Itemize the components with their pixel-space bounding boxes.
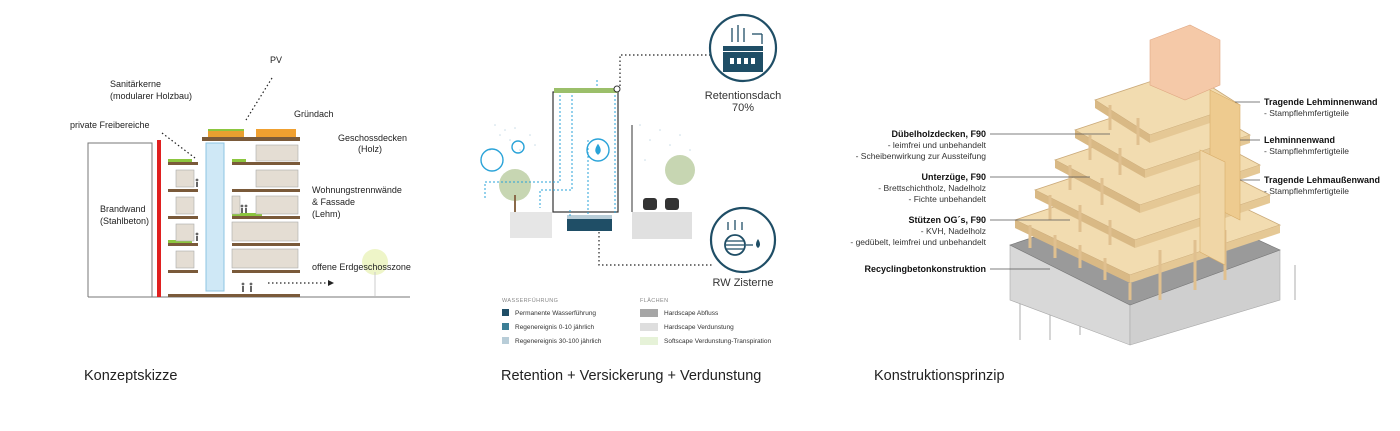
label-pv: PV bbox=[270, 55, 282, 65]
legend-item: Hardscape Verdunstung bbox=[664, 324, 734, 331]
private-balconies bbox=[168, 159, 262, 243]
label-firewall-1: Brandwand bbox=[100, 204, 146, 214]
label-firewall-2: (Stahlbeton) bbox=[100, 216, 149, 226]
roof-box bbox=[1149, 24, 1221, 101]
caption-concept: Konzeptskizze bbox=[84, 368, 178, 384]
legend-left: Permanente Wasserführung Regenereignis 0… bbox=[502, 309, 602, 345]
caption-construction: Konstruktionsprinzip bbox=[874, 368, 1005, 384]
label-line: - gedübelt, leimfrei und unbehandelt bbox=[850, 237, 986, 247]
pv-panel bbox=[256, 129, 296, 137]
construction-panel: Dübelholzdecken, F90 - leimfrei und unbe… bbox=[840, 0, 1400, 431]
label-line: - Stampflehmfertigteile bbox=[1264, 146, 1349, 156]
label-line: - leimfrei und unbehandelt bbox=[888, 140, 987, 150]
legend-swatch bbox=[502, 337, 509, 344]
legend-right-title: FLÄCHEN bbox=[640, 297, 668, 304]
car-icon bbox=[643, 198, 657, 210]
hardscape-left bbox=[510, 212, 552, 238]
legend-swatch bbox=[502, 323, 509, 330]
label-line: - Stampflehmfertigteile bbox=[1264, 108, 1349, 118]
legend-swatch bbox=[640, 337, 658, 345]
tree-icon bbox=[499, 169, 531, 201]
legend-item: Regenereignis 30-100 jährlich bbox=[515, 338, 602, 345]
arrow-icon bbox=[328, 280, 334, 286]
timber-columns bbox=[1028, 105, 1227, 300]
pv-panel bbox=[208, 131, 244, 137]
legend-item: Regenereignis 0-10 jährlich bbox=[515, 324, 595, 331]
label-line: - KVH, Nadelholz bbox=[921, 226, 986, 236]
legend-left-title: WASSERFÜHRUNG bbox=[502, 297, 558, 304]
label-floor-slabs-2: (Holz) bbox=[358, 144, 382, 154]
retention-roof bbox=[554, 88, 618, 93]
caption-water: Retention + Versickerung + Verdunstung bbox=[501, 368, 762, 384]
right-labels: Tragende Lehminnenwand - Stampflehmferti… bbox=[1264, 97, 1380, 196]
label-sanitary-2: (modularer Holzbau) bbox=[110, 91, 192, 101]
neighbour-outline bbox=[87, 142, 153, 297]
legend-right: Hardscape Abfluss Hardscape Verdunstung … bbox=[640, 309, 771, 345]
car-icon bbox=[665, 198, 679, 210]
label-columns: Stützen OG´s, F90 bbox=[908, 215, 986, 225]
label-ground-floor: offene Erdgeschosszone bbox=[312, 262, 411, 272]
tree-icon bbox=[665, 155, 695, 185]
label-loadbearing-inner-clay: Tragende Lehminnenwand bbox=[1264, 97, 1378, 107]
leader-lines bbox=[990, 101, 1260, 270]
cistern-tank bbox=[567, 217, 612, 231]
cistern-label: RW Zisterne bbox=[713, 277, 774, 289]
label-walls-1: Wohnungstrennwände bbox=[312, 185, 402, 195]
green-roof bbox=[208, 129, 244, 131]
label-private-outdoor: private Freibereiche bbox=[70, 120, 150, 130]
label-inner-clay: Lehminnenwand bbox=[1264, 135, 1335, 145]
label-line: - Scheibenwirkung zur Aussteifung bbox=[856, 151, 987, 161]
label-dowel-slabs: Dübelholzdecken, F90 bbox=[891, 129, 986, 139]
label-green-roof: Gründach bbox=[294, 109, 334, 119]
label-sanitary-1: Sanitärkerne bbox=[110, 79, 161, 89]
retention-label: Retentionsdach bbox=[705, 90, 781, 102]
legend-item: Hardscape Abfluss bbox=[664, 310, 719, 317]
roof-slab bbox=[202, 137, 300, 141]
cistern-icon bbox=[709, 206, 777, 274]
label-loadbearing-outer-clay: Tragende Lehmaußenwand bbox=[1264, 175, 1380, 185]
water-cycle-icons bbox=[480, 138, 610, 172]
brandwand bbox=[157, 140, 161, 297]
water-panel: Retentionsdach 70% RW Zisterne WASSERFÜH… bbox=[440, 0, 840, 431]
label-walls-2: & Fassade bbox=[312, 197, 355, 207]
leader-lines bbox=[161, 77, 328, 284]
label-line: - Brettschichtholz, Nadelholz bbox=[878, 183, 986, 193]
legend-swatch bbox=[640, 323, 658, 331]
label-walls-3: (Lehm) bbox=[312, 209, 341, 219]
legend-swatch bbox=[502, 309, 509, 316]
hardscape-right bbox=[632, 212, 692, 239]
legend-item: Softscape Verdunstung-Transpiration bbox=[664, 338, 771, 345]
left-labels: Dübelholzdecken, F90 - leimfrei und unbe… bbox=[850, 129, 986, 274]
label-line: - Stampflehmfertigteile bbox=[1264, 186, 1349, 196]
sanitary-core bbox=[205, 142, 225, 292]
rain-dots bbox=[489, 124, 691, 166]
apartment-units bbox=[175, 144, 299, 269]
legend-item: Permanente Wasserführung bbox=[515, 310, 596, 317]
concept-panel: PV Sanitärkerne (modularer Holzbau) Grün… bbox=[0, 0, 440, 431]
concept-diagram: PV Sanitärkerne (modularer Holzbau) Grün… bbox=[70, 55, 411, 298]
building-outline bbox=[552, 91, 619, 213]
label-recycled-concrete: Recyclingbetonkonstruktion bbox=[864, 264, 986, 274]
water-diagram: Retentionsdach 70% RW Zisterne WASSERFÜH… bbox=[480, 13, 781, 345]
construction-diagram: Dübelholzdecken, F90 - leimfrei und unbe… bbox=[850, 24, 1380, 346]
retention-value: 70% bbox=[732, 102, 754, 114]
clay-walls bbox=[1149, 24, 1241, 266]
label-floor-slabs-1: Geschossdecken bbox=[338, 133, 407, 143]
legend-swatch bbox=[640, 309, 658, 317]
tree-icon bbox=[362, 249, 388, 275]
floors bbox=[168, 162, 300, 297]
label-line: - Fichte unbehandelt bbox=[909, 194, 987, 204]
label-beams: Unterzüge, F90 bbox=[921, 172, 986, 182]
water-flow-lines bbox=[484, 80, 616, 217]
leader-lines bbox=[598, 54, 712, 266]
people-icons bbox=[195, 178, 253, 292]
retention-roof-icon bbox=[708, 13, 778, 83]
